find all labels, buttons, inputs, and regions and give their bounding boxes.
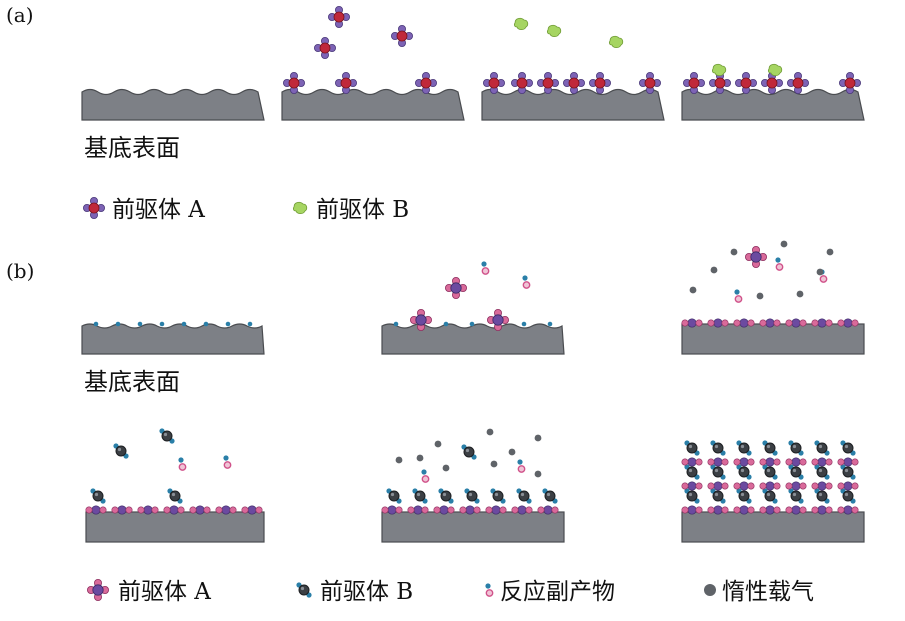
panel-b-label: (b) [6, 259, 34, 283]
legend-b-precursor-b: 前驱体 B [320, 579, 413, 605]
inert-gas-icon [704, 584, 716, 596]
precursor-a-purple-icon [87, 579, 109, 601]
legend-b-inert-gas: 惰性载气 [722, 579, 814, 605]
layered-film [681, 439, 859, 515]
panel-a-step2-molecules [282, 5, 438, 94]
panel-b-substrate-6 [681, 439, 865, 543]
panel-a-step4-molecules [683, 63, 861, 94]
panel-a-substrate-4 [681, 88, 865, 121]
panel-b-substrate-3 [681, 240, 865, 355]
panel-b-substrate-label: 基底表面 [84, 368, 180, 396]
precursor-b-dark-icon [295, 581, 313, 599]
legend-a-precursor-b: 前驱体 B [316, 197, 409, 223]
panel-b-substrate-1 [81, 321, 265, 355]
panel-b-legend: 前驱体 A 前驱体 B 反应副产物 惰性载气 [87, 579, 814, 605]
panel-a-step3-molecules [482, 17, 661, 94]
panel-a-substrate-3 [481, 88, 665, 121]
legend-b-byproduct: 反应副产物 [500, 579, 615, 605]
panel-a-substrate-label: 基底表面 [84, 134, 180, 162]
panel-a-substrate-2 [281, 88, 465, 121]
legend-a-precursor-a: 前驱体 A [112, 197, 205, 223]
byproduct-icon [484, 582, 494, 597]
panel-b-substrate-2 [381, 260, 565, 355]
panel-a-substrate-1 [81, 88, 265, 121]
precursor-a-red-icon [83, 196, 105, 220]
panel-a-legend: 前驱体 A 前驱体 B [83, 196, 409, 223]
panel-b-substrate-4 [85, 427, 265, 543]
legend-b-precursor-a: 前驱体 A [118, 579, 211, 605]
precursor-b-green-icon [293, 201, 308, 215]
panel-a-label: (a) [6, 3, 34, 27]
panel-b-substrate-5 [381, 428, 565, 543]
